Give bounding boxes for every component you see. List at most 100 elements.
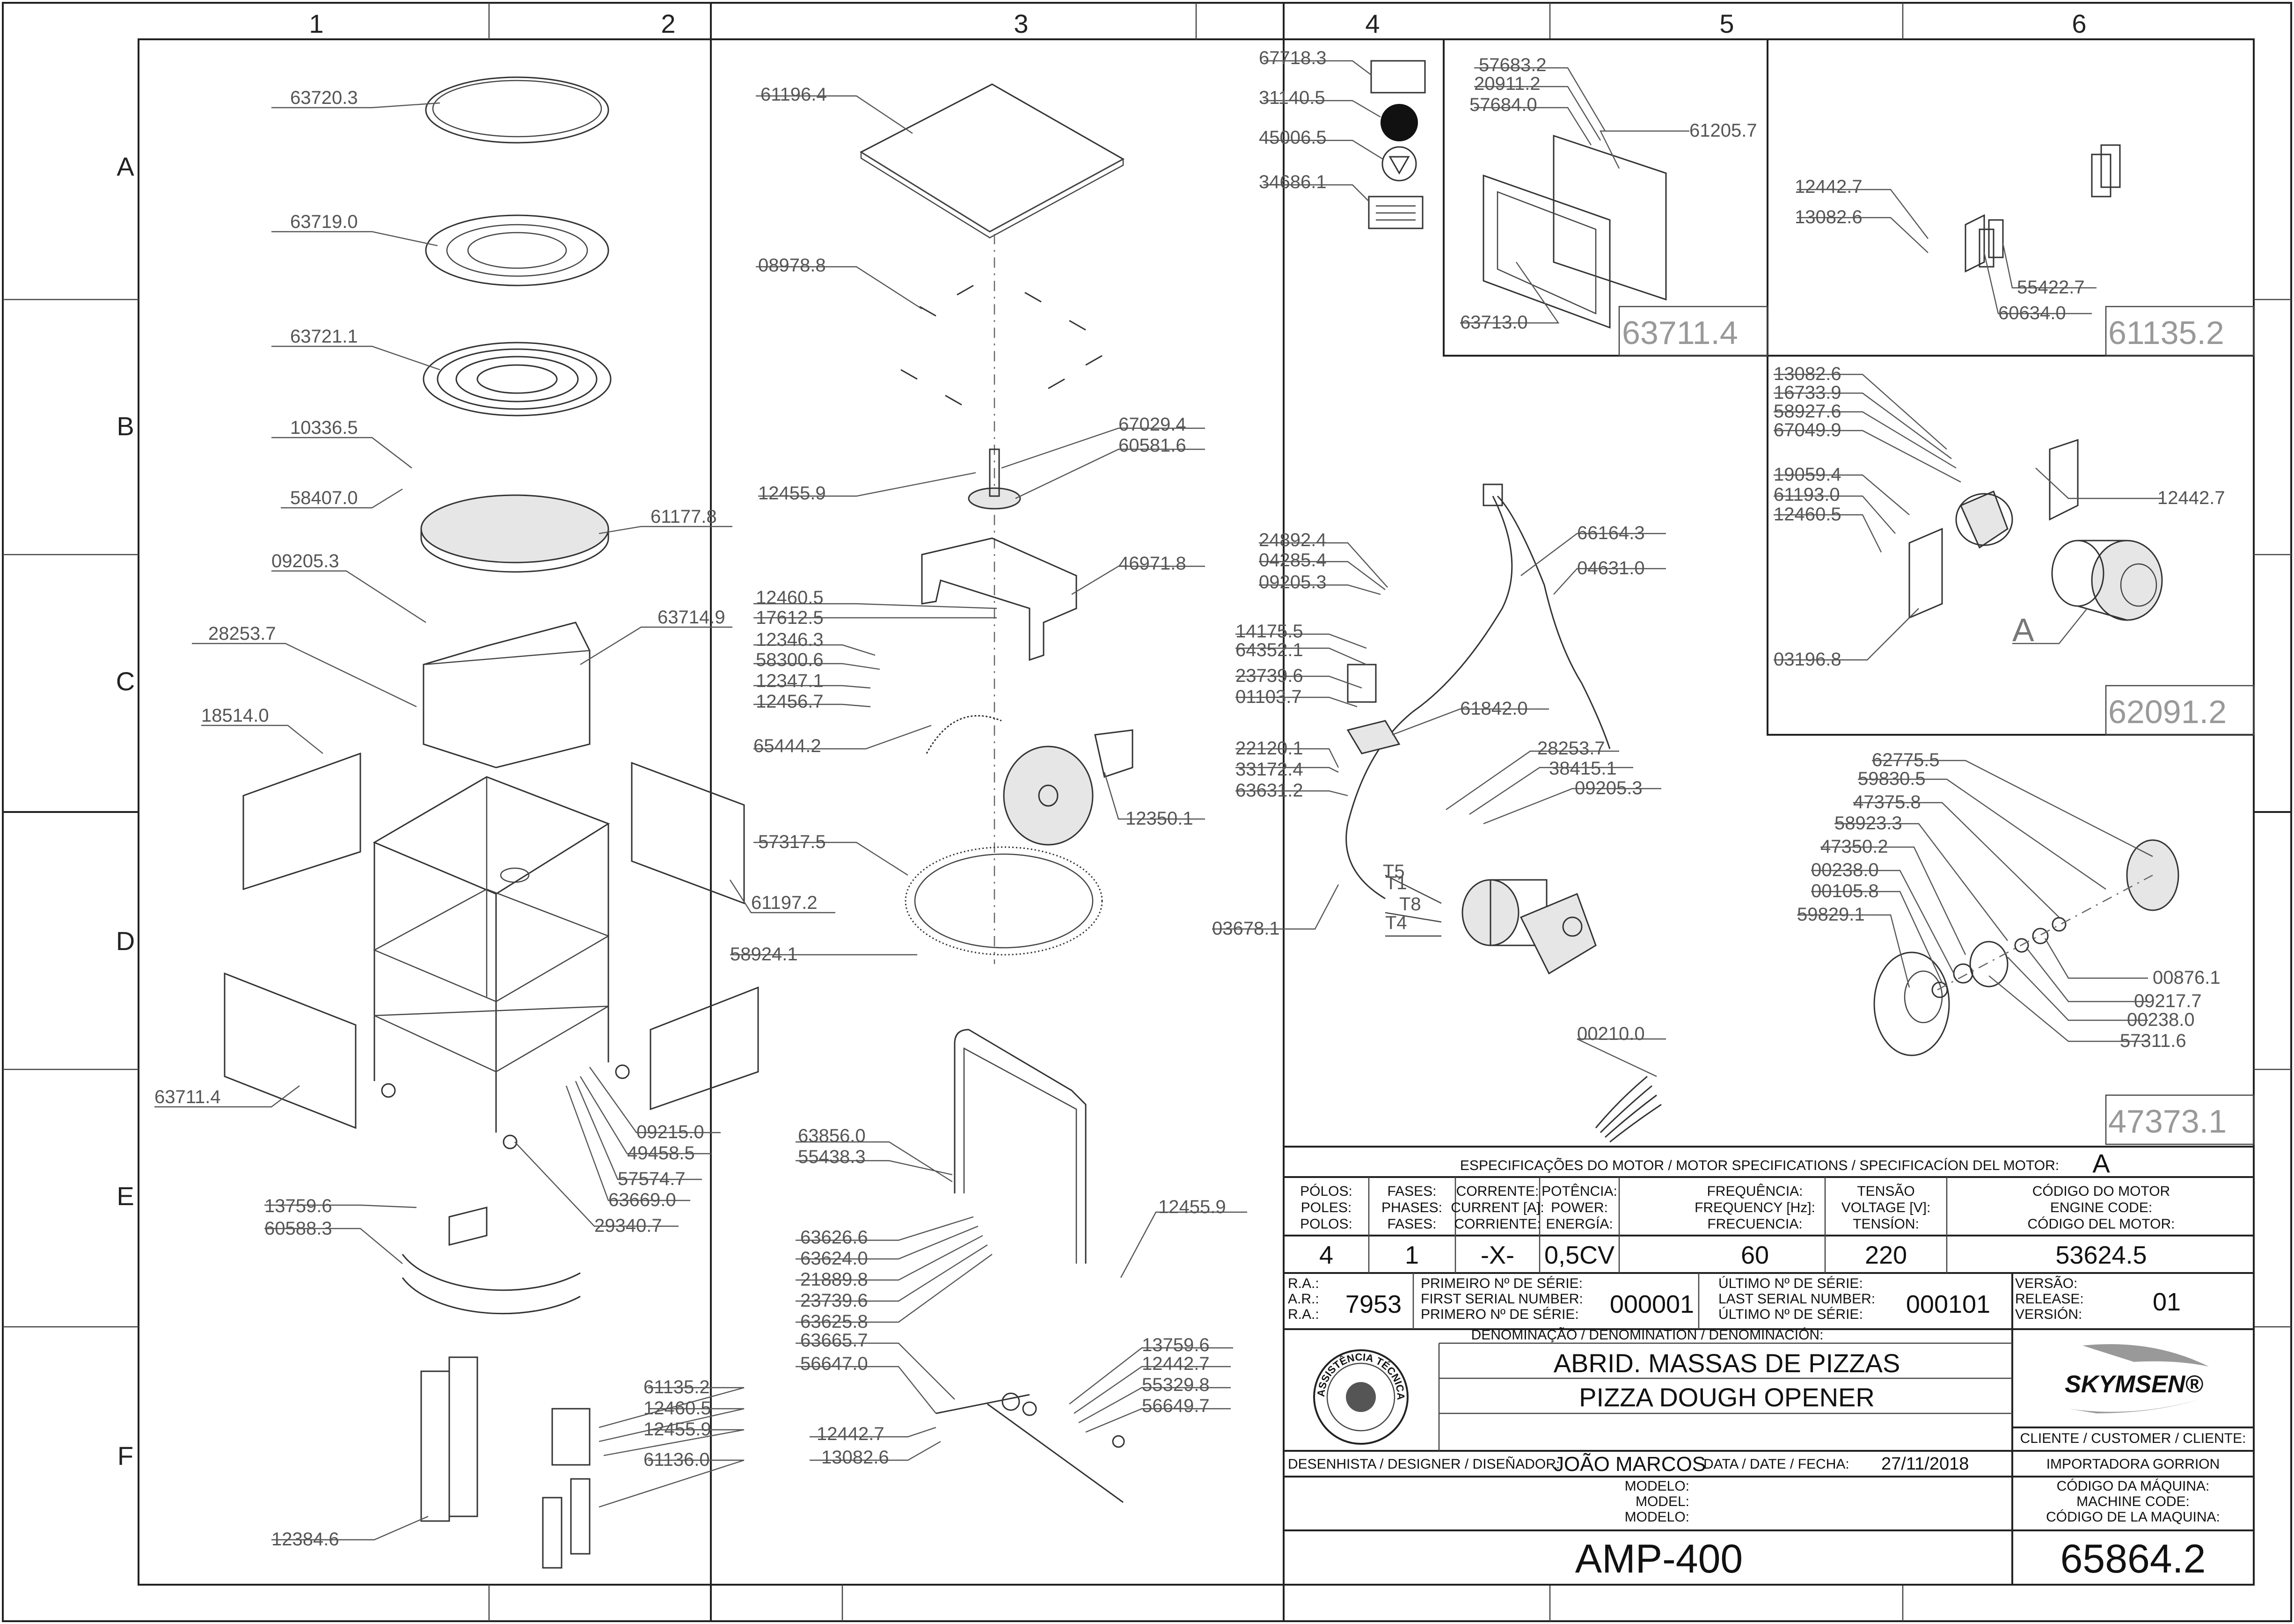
label-17612-5: 17612.5 [756, 607, 824, 628]
label-09215-0: 09215.0 [636, 1122, 704, 1142]
label-12460-5-c: 12460.5 [643, 1398, 711, 1419]
tb-modelo-value: AMP-400 [1575, 1536, 1743, 1581]
tb-desenhista-label: DESENHISTA / DESIGNER / DISEÑADOR: [1288, 1456, 1560, 1472]
label-04631-0: 04631.0 [1577, 558, 1645, 578]
tb-polos-value: 4 [1319, 1241, 1333, 1269]
tb-ultimo-label-1: ÚLTIMO Nº DE SÉRIE: [1718, 1276, 1863, 1291]
part-pulley-12350-1 [1003, 729, 1133, 846]
part-motor-62091-2 [1908, 439, 2163, 621]
tb-corrente-label-3: CORRIENTE: [1454, 1216, 1541, 1232]
label-58407-0: 58407.0 [290, 488, 358, 508]
tb-denominacao-pt: ABRID. MASSAS DE PIZZAS [1554, 1348, 1900, 1378]
tb-desenhista-value: JOÃO MARCOS [1554, 1452, 1706, 1476]
label-00238-0-b: 00238.0 [2127, 1010, 2195, 1030]
tb-potencia-label-1: POTÊNCIA: [1542, 1184, 1617, 1199]
label-23739-6-a: 23739.6 [1235, 666, 1303, 686]
label-57574-7: 57574.7 [618, 1169, 686, 1189]
label-19059-4: 19059.4 [1774, 464, 1841, 485]
label-63719-0: 63719.0 [290, 212, 358, 232]
label-61177-8: 61177.8 [650, 506, 717, 527]
part-rod-63665-7 [935, 1392, 1125, 1503]
tb-ultimo-label-3: ÚLTIMO Nº DE SÉRIE: [1718, 1307, 1863, 1322]
grid-col-2: 2 [661, 9, 675, 38]
tb-versao-label-2: RELEASE: [2015, 1291, 2084, 1307]
label-60634-0: 60634.0 [1998, 303, 2066, 323]
tb-cliente-label: CLIENTE / CUSTOMER / CLIENTE: [2020, 1431, 2246, 1446]
label-00238-0-a: 00238.0 [1811, 860, 1879, 880]
grid-row-D: D [116, 926, 135, 956]
tb-frequencia-label-1: FREQUÊNCIA: [1707, 1184, 1803, 1199]
label-47375-8: 47375.8 [1853, 792, 1921, 812]
label-12442-7-d: 12442.7 [817, 1424, 884, 1444]
label-64352-1: 64352.1 [1235, 640, 1303, 660]
tb-corrente-label-1: CORRENTE: [1456, 1184, 1539, 1199]
label-13082-6-b: 13082.6 [1774, 364, 1841, 384]
label-20911-2: 20911.2 [1474, 73, 1541, 94]
label-28253-7-a: 28253.7 [208, 623, 276, 644]
label-08978-8: 08978.8 [758, 255, 826, 276]
label-57311-6: 57311.6 [2120, 1031, 2186, 1051]
part-ring-60588-3 [402, 1207, 581, 1315]
tb-spec-header: ESPECIFICAÇÕES DO MOTOR / MOTOR SPECIFIC… [1460, 1157, 2059, 1173]
grid-row-A: A [117, 152, 134, 181]
tb-stamp-text: ASSISTÊNCIA TÉCNICA AUTORIZADA [0, 0, 1407, 1400]
tb-ra-label-1: R.A.: [1288, 1276, 1319, 1291]
part-label-67718-3 [1370, 60, 1426, 94]
grid-col-1: 1 [309, 9, 323, 38]
label-58923-3: 58923.3 [1834, 813, 1902, 834]
part-plate-63720-3 [425, 76, 609, 144]
label-03678-1: 03678.1 [1212, 918, 1280, 939]
grid-row-F: F [117, 1441, 133, 1470]
tb-versao-value: 01 [2153, 1288, 2181, 1316]
tb-codigo-motor-label-2: ENGINE CODE: [2050, 1200, 2152, 1215]
part-disc-61177-8 [420, 494, 609, 573]
label-58927-6: 58927.6 [1774, 401, 1841, 422]
grid-col-4: 4 [1365, 9, 1380, 38]
label-38415-1: 38415.1 [1549, 758, 1617, 779]
label-12442-7-c: 12442.7 [1142, 1353, 1210, 1374]
part-motor-assembly [1385, 874, 1597, 975]
tb-corrente-label-2: CURRENT [A]: [1451, 1200, 1544, 1215]
part-warning-label-34686-1 [1368, 196, 1424, 229]
part-gear-65444-2 [926, 715, 1002, 754]
tb-modelo-label-2: MODEL: [1636, 1494, 1689, 1509]
part-side-panels [224, 752, 759, 1129]
tb-data-label: DATA / DATE / FECHA: [1703, 1456, 1849, 1472]
tb-primeiro-value: 000001 [1610, 1290, 1694, 1318]
tb-fases-value: 1 [1405, 1241, 1419, 1269]
label-67029-4: 67029.4 [1118, 414, 1186, 435]
label-58300-6: 58300.6 [756, 650, 824, 670]
label-63669-0: 63669.0 [608, 1190, 676, 1210]
part-cable-66164-3 [1345, 483, 1611, 900]
label-12455-9-c: 12455.9 [643, 1419, 711, 1440]
label-59830-5: 59830.5 [1858, 768, 1926, 789]
label-61842-0: 61842.0 [1460, 698, 1528, 719]
label-63721-1: 63721.1 [290, 326, 358, 347]
part-bars-08978-8 [900, 285, 1103, 406]
tb-fases-label-1: FASES: [1387, 1184, 1436, 1199]
tb-polos-label-1: PÓLOS: [1300, 1184, 1352, 1199]
label-10336-5: 10336.5 [290, 417, 358, 438]
part-number-labels: 63720.3 63719.0 63721.1 10336.5 58407.0 … [154, 48, 2225, 1550]
label-62775-5: 62775.5 [1872, 750, 1940, 770]
label-33172-4: 33172.4 [1235, 759, 1303, 780]
tb-versao-label-1: VERSÃO: [2015, 1275, 2077, 1291]
tb-tensao-label-2: VOLTAGE [V]: [1841, 1200, 1931, 1215]
part-knob-31140-5 [1381, 104, 1418, 141]
label-60581-6: 60581.6 [1118, 435, 1186, 456]
label-57684-0: 57684.0 [1469, 95, 1537, 115]
tb-tensao-label-3: TENSÍON: [1853, 1216, 1919, 1232]
box-code-63711-4: 63711.4 [1622, 315, 1738, 351]
leader-lines [154, 60, 2162, 1541]
label-28253-7-b: 28253.7 [1537, 738, 1605, 759]
label-55438-3: 55438.3 [798, 1147, 866, 1167]
label-terminal-T8: T8 [1399, 894, 1421, 914]
tb-data-value: 27/11/2018 [1881, 1454, 1969, 1474]
label-57317-5: 57317.5 [758, 832, 826, 852]
label-56649-7: 56649.7 [1142, 1396, 1210, 1416]
label-09205-3-c: 09205.3 [1575, 778, 1643, 798]
box-code-62091-2: 62091.2 [2108, 694, 2227, 730]
label-55329-8: 55329.8 [1142, 1375, 1210, 1395]
label-56647-0: 56647.0 [800, 1353, 868, 1374]
part-handle-63856-0 [954, 1029, 1087, 1264]
